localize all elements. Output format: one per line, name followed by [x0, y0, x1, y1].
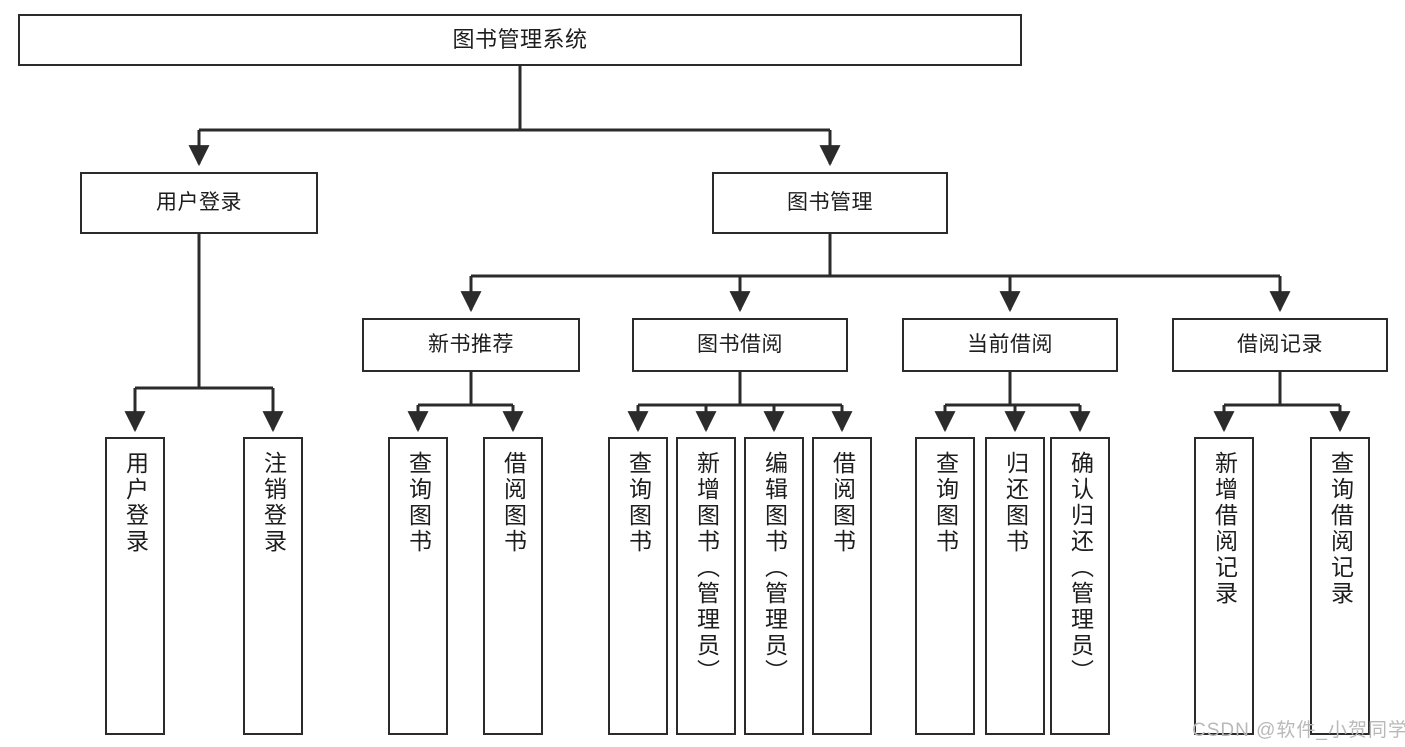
watermark-text: CSDN @软件_小贺同学 — [1192, 720, 1405, 741]
leaf-borrow-book-recommend-label: 借阅图书 — [500, 451, 527, 555]
node-new-book-recommend-label: 新书推荐 — [428, 332, 514, 356]
leaf-return-book-label: 归还图书 — [1002, 451, 1029, 555]
node-root-label: 图书管理系统 — [452, 27, 588, 53]
node-book-borrow-label: 图书借阅 — [697, 332, 783, 356]
node-book-management-label: 图书管理 — [787, 190, 873, 214]
leaf-query-borrow-record-label: 查询借阅记录 — [1327, 451, 1354, 607]
node-book-management[interactable]: 图书管理 — [712, 172, 948, 234]
leaf-edit-book-admin-label: 编辑图书（管理员） — [761, 451, 788, 685]
node-borrow-record[interactable]: 借阅记录 — [1172, 318, 1388, 372]
leaf-user-login-label: 用户登录 — [122, 451, 149, 555]
leaf-return-book[interactable]: 归还图书 — [985, 437, 1045, 735]
node-user-login-label: 用户登录 — [156, 190, 242, 214]
node-borrow-record-label: 借阅记录 — [1237, 332, 1323, 356]
leaf-query-book-current[interactable]: 查询图书 — [915, 437, 975, 735]
leaf-query-book-current-label: 查询图书 — [932, 451, 959, 555]
leaf-user-logout-label: 注销登录 — [260, 451, 287, 555]
leaf-add-book-admin-label: 新增图书（管理员） — [693, 451, 720, 685]
leaf-add-borrow-record[interactable]: 新增借阅记录 — [1194, 437, 1254, 735]
node-current-borrow[interactable]: 当前借阅 — [902, 318, 1118, 372]
leaf-query-book-recommend-label: 查询图书 — [405, 451, 432, 555]
node-user-login[interactable]: 用户登录 — [80, 172, 318, 234]
leaf-edit-book-admin[interactable]: 编辑图书（管理员） — [744, 437, 804, 735]
leaf-borrow-book[interactable]: 借阅图书 — [812, 437, 872, 735]
leaf-user-logout[interactable]: 注销登录 — [243, 437, 303, 735]
leaf-confirm-return-admin-label: 确认归还（管理员） — [1067, 451, 1094, 685]
leaf-user-login[interactable]: 用户登录 — [105, 437, 165, 735]
leaf-query-book-recommend[interactable]: 查询图书 — [388, 437, 448, 735]
leaf-add-book-admin[interactable]: 新增图书（管理员） — [676, 437, 736, 735]
leaf-query-book-borrow[interactable]: 查询图书 — [608, 437, 668, 735]
leaf-borrow-book-recommend[interactable]: 借阅图书 — [483, 437, 543, 735]
node-book-borrow[interactable]: 图书借阅 — [632, 318, 848, 372]
node-root-system[interactable]: 图书管理系统 — [18, 14, 1022, 66]
leaf-query-book-borrow-label: 查询图书 — [625, 451, 652, 555]
leaf-confirm-return-admin[interactable]: 确认归还（管理员） — [1050, 437, 1110, 735]
leaf-query-borrow-record[interactable]: 查询借阅记录 — [1310, 437, 1370, 735]
node-current-borrow-label: 当前借阅 — [967, 332, 1053, 356]
leaf-add-borrow-record-label: 新增借阅记录 — [1211, 451, 1238, 607]
node-new-book-recommend[interactable]: 新书推荐 — [362, 318, 580, 372]
leaf-borrow-book-label: 借阅图书 — [829, 451, 856, 555]
